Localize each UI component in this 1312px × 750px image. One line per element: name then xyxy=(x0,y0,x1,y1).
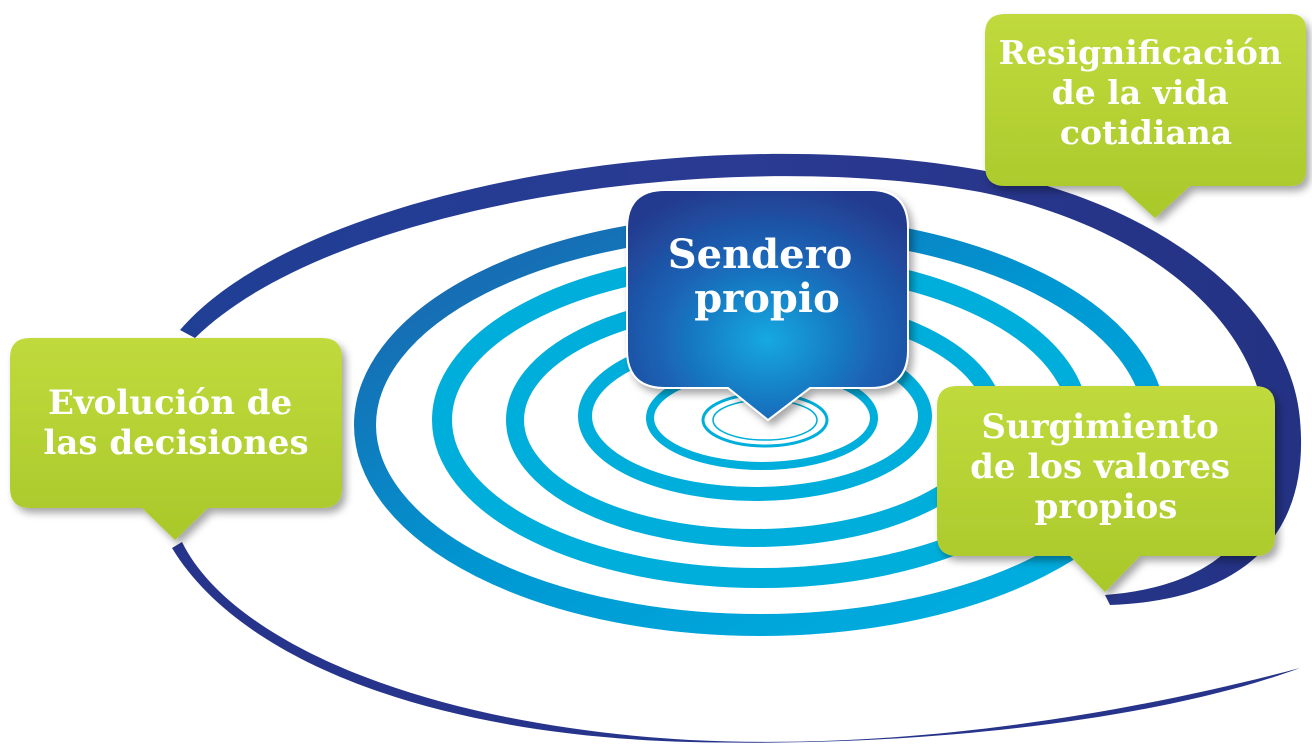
callout-line: Surgimiento xyxy=(981,407,1219,447)
callout-line: propios xyxy=(1035,487,1178,527)
callout-surgimiento-text: Surgimiento de los valores propios xyxy=(970,407,1242,527)
callout-line: cotidiana xyxy=(1060,113,1232,152)
callout-line: Evolución de xyxy=(48,383,292,423)
callout-line: Resignificación xyxy=(999,33,1282,72)
center-line: Sendero xyxy=(668,231,853,278)
callout-evolucion-text: Evolución de las decisiones xyxy=(43,383,308,463)
center-line: propio xyxy=(694,275,840,322)
callout-line: las decisiones xyxy=(43,423,308,463)
center-callout xyxy=(626,189,909,422)
center-callout-text: Sendero propio xyxy=(668,231,867,322)
callout-line: de los valores xyxy=(970,447,1230,487)
callout-surgimiento xyxy=(937,386,1275,592)
callout-resignificacion xyxy=(985,14,1306,218)
callout-resignificacion-text: Resignificación de la vida cotidiana xyxy=(999,33,1294,152)
callout-line: de la vida xyxy=(1052,73,1229,112)
callout-evolucion xyxy=(10,338,342,540)
